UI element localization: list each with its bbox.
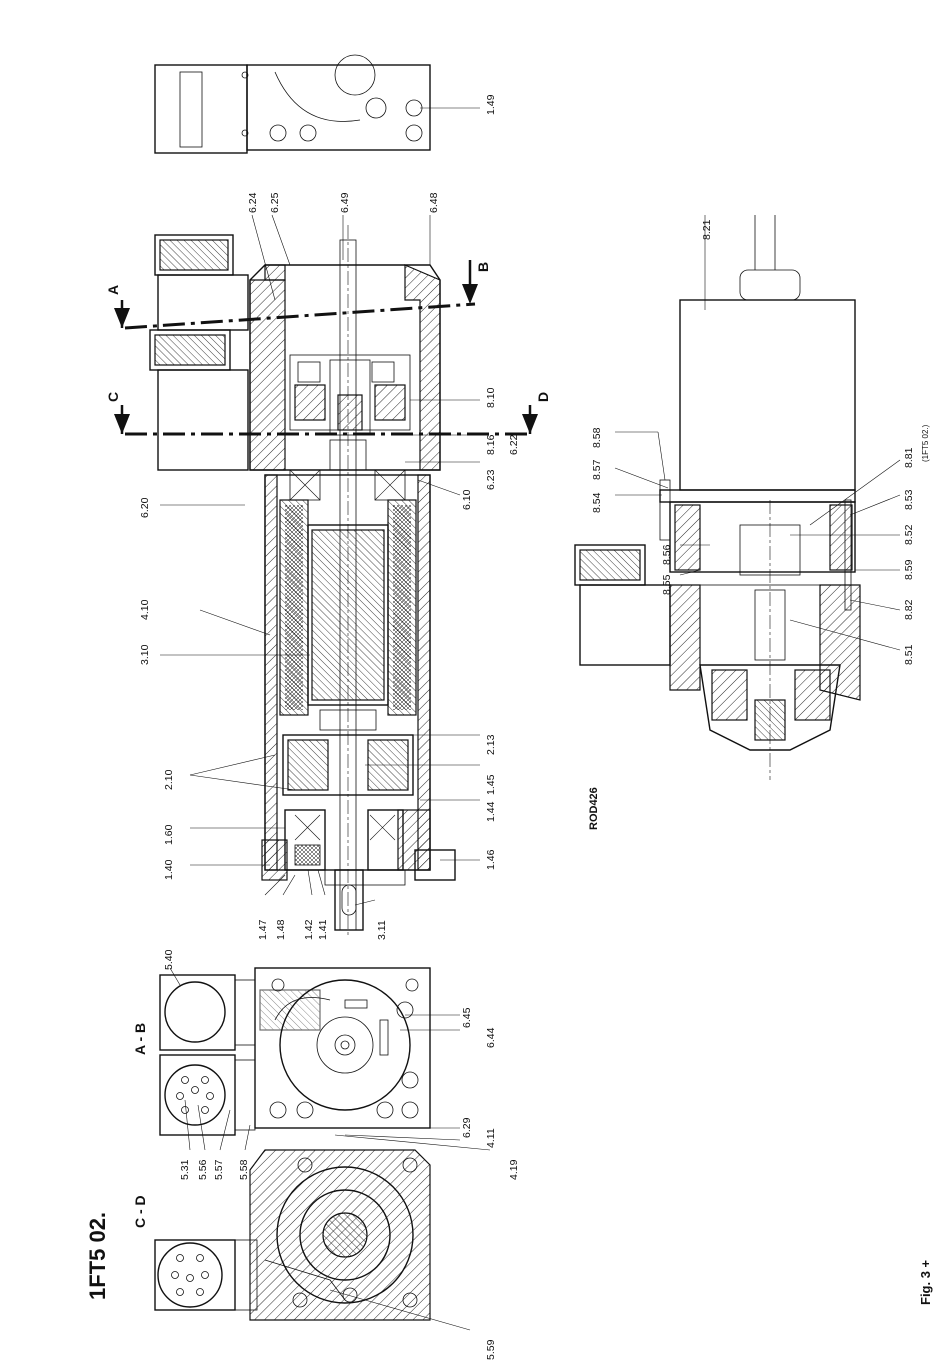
part-label-main-left: 3.10	[139, 644, 151, 665]
part-5-59: 5.59	[485, 1339, 497, 1360]
part-label-ab: 5.57	[213, 1159, 225, 1180]
part-label-main-left: 1.40	[163, 859, 175, 880]
section-letter-b: B	[475, 262, 491, 272]
part-label-ab: 6.45	[461, 1007, 473, 1028]
part-label-main-right: 6.22	[508, 434, 520, 455]
figure-caption: Fig. 3 +	[918, 1259, 933, 1305]
main-section	[114, 225, 538, 935]
part-label-main-left: 1.60	[163, 824, 175, 845]
encoder-label: ROD426	[588, 787, 600, 830]
part-label-main-left: 2.10	[163, 769, 175, 790]
labels-group: 1FT5 02. Fig. 3 + ROD426 A - B C - D A B C D 1.49…	[85, 94, 933, 1360]
part-label-ab: 4.11	[485, 1128, 497, 1148]
part-label-main-top: 6.48	[428, 192, 440, 213]
part-label-encoder: 8.57	[591, 459, 603, 480]
part-label-main-left: 6.20	[139, 497, 151, 518]
part-label-ab: 4.19	[508, 1159, 520, 1180]
part-label-main-top: 6.49	[339, 192, 351, 213]
part-label-encoder: 8.53	[903, 489, 915, 510]
part-label-main-top: 6.25	[269, 192, 281, 213]
part-label-ab: 5.40	[163, 949, 175, 970]
section-letter-c: C	[105, 392, 121, 402]
part-label-ab: 5.31	[179, 1159, 191, 1180]
section-letter-d: D	[535, 392, 551, 402]
part-label-main-right: 1.45	[485, 774, 497, 795]
part-1-49: 1.49	[485, 94, 497, 115]
part-label-encoder: 8.54	[591, 492, 603, 513]
part-label-encoder: 8.21	[701, 219, 713, 240]
part-label-main-bottom: 3.11	[376, 920, 388, 940]
part-label-main-left: 4.10	[139, 599, 151, 620]
view-cd-label: C - D	[132, 1195, 148, 1228]
part-label-ab: 5.56	[197, 1159, 209, 1180]
encoder-note: (1FT5 02.)	[921, 424, 930, 462]
part-label-encoder: 8.81	[903, 447, 915, 468]
leader-lines-ab	[170, 968, 490, 1150]
part-label-main-right: 8.16	[485, 434, 497, 455]
part-label-encoder: 8.82	[903, 599, 915, 620]
part-label-encoder: 8.52	[903, 524, 915, 545]
part-label-ab: 6.44	[485, 1027, 497, 1048]
part-label-main-top: 6.24	[247, 192, 259, 213]
part-label-encoder: 8.59	[903, 559, 915, 580]
section-letter-a: A	[105, 285, 121, 295]
page-title: 1FT5 02.	[85, 1212, 110, 1300]
part-label-main-bottom: 1.47	[257, 919, 269, 940]
part-label-main-bottom: 1.42	[303, 919, 315, 940]
part-label-main-right: 8.10	[485, 387, 497, 408]
part-label-main-right: 6.10	[461, 489, 473, 510]
part-label-main-right: 1.46	[485, 849, 497, 870]
encoder-view	[575, 215, 860, 780]
part-label-main-right: 2.13	[485, 734, 497, 755]
part-label-ab: 5.58	[238, 1159, 250, 1180]
part-label-main-bottom: 1.48	[275, 919, 287, 940]
ab-end-view	[160, 968, 430, 1135]
part-label-encoder: 8.51	[903, 644, 915, 665]
view-ab-label: A - B	[132, 1023, 148, 1055]
part-label-main-right: 6.23	[485, 469, 497, 490]
part-label-main-bottom: 1.41	[317, 919, 329, 940]
part-label-encoder: 8.56	[661, 544, 673, 565]
part-label-encoder: 8.55	[661, 574, 673, 595]
part-label-encoder: 8.58	[591, 427, 603, 448]
top-end-view	[155, 55, 480, 153]
part-label-ab: 6.29	[461, 1117, 473, 1138]
part-label-main-right: 1.44	[485, 801, 497, 822]
